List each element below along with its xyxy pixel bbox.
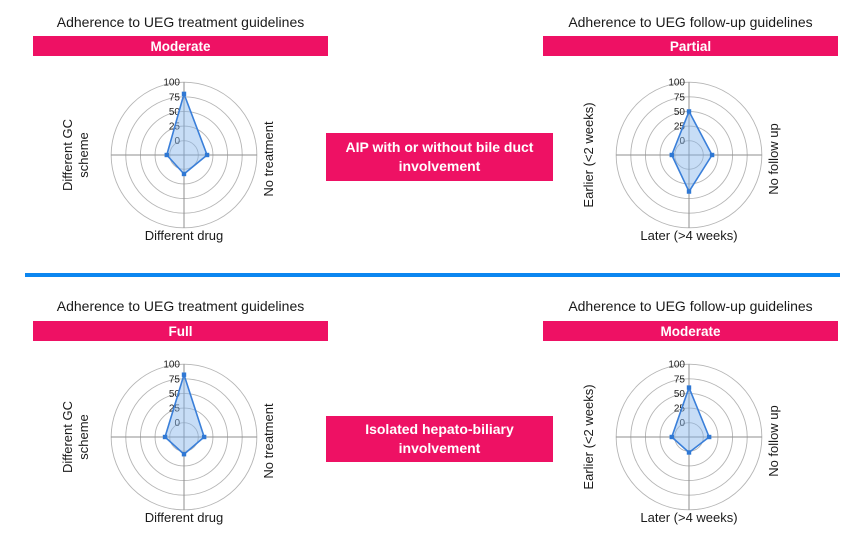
radial-tick-label: 100: [163, 78, 180, 89]
radial-tick-label: 25: [674, 404, 686, 415]
radial-tick-label: 75: [674, 92, 686, 103]
adherence-badge-bottom-right: Moderate: [543, 321, 838, 341]
group-label-line: Isolated hepato-biliary: [365, 421, 514, 437]
radar-data-marker: [709, 152, 715, 158]
radar-chart-followup-aip: 0 25 50 75 100 No follow up Later (>4 weeks) Ea…: [581, 78, 781, 243]
axis-label-bottom: Different drug: [145, 510, 224, 525]
group-label-aip: AIP with or without bile duct involvemen…: [326, 133, 553, 181]
section-divider: [25, 273, 840, 277]
radar-data-marker: [162, 434, 168, 440]
axis-label-bottom: Different drug: [145, 228, 224, 243]
radial-tick-label: 100: [163, 360, 180, 371]
radial-tick-label: 75: [169, 92, 181, 103]
radar-data-polygon: [165, 93, 208, 175]
radar-data-marker: [686, 189, 692, 194]
radar-data-marker: [181, 452, 187, 457]
radar-data-marker: [164, 152, 169, 158]
axis-label-left: Different GC: [60, 119, 75, 191]
radar-data-marker: [686, 109, 692, 114]
axis-label-bottom: Later (>4 weeks): [640, 228, 737, 243]
radar-data-marker: [686, 385, 692, 390]
radial-tick-label: 0: [174, 418, 180, 429]
axis-label-right: No treatment: [261, 121, 276, 197]
radar-chart-followup-hepatobiliary: 0 25 50 75 100 No follow up Later (>4 weeks) Ea…: [581, 360, 781, 525]
radial-tick-label: 75: [169, 374, 181, 385]
chart-title-bottom-left: Adherence to UEG treatment guidelines: [56, 298, 305, 314]
axis-label-right: No follow up: [766, 405, 781, 477]
radar-data-marker: [669, 434, 674, 440]
radial-tick-label: 25: [674, 122, 686, 133]
group-label-line: involvement: [398, 158, 481, 174]
radial-tick-label: 100: [668, 360, 685, 371]
radar-data-marker: [204, 152, 210, 158]
radar-data-marker: [181, 171, 187, 177]
radial-tick-label: 50: [674, 107, 686, 118]
radial-tick-label: 50: [169, 389, 181, 400]
axis-label-right: No treatment: [261, 403, 276, 479]
radar-data-marker: [181, 372, 187, 377]
axis-label-left: Earlier (<2 weeks): [581, 384, 596, 489]
radar-data-marker: [181, 91, 187, 97]
adherence-badge-top-right: Partial: [543, 36, 838, 56]
axis-label-bottom: Later (>4 weeks): [640, 510, 737, 525]
radial-tick-label: 25: [169, 404, 181, 415]
radial-tick-label: 0: [679, 136, 685, 147]
radial-tick-label: 75: [674, 374, 686, 385]
radial-tick-label: 50: [674, 389, 686, 400]
axis-label-left: Different GC: [60, 401, 75, 473]
radar-data-marker: [669, 152, 674, 158]
radial-tick-label: 0: [174, 136, 180, 147]
group-label-hepatobiliary: Isolated hepato-biliary involvement: [326, 416, 553, 462]
axis-label-right: No follow up: [766, 123, 781, 195]
radial-tick-label: 50: [169, 107, 181, 118]
radial-tick-label: 100: [668, 78, 685, 89]
chart-title-top-left: Adherence to UEG treatment guidelines: [56, 14, 305, 30]
adherence-badge-bottom-left: Full: [33, 321, 328, 341]
radar-data-marker: [201, 434, 207, 440]
chart-title-top-right: Adherence to UEG follow-up guidelines: [568, 14, 813, 30]
chart-title-bottom-right: Adherence to UEG follow-up guidelines: [568, 298, 813, 314]
radial-tick-label: 0: [679, 418, 685, 429]
axis-label-left: Earlier (<2 weeks): [581, 102, 596, 207]
group-label-line: involvement: [398, 440, 481, 456]
adherence-badge-top-left: Moderate: [33, 36, 328, 56]
axis-label-left: scheme: [76, 132, 91, 178]
group-label-line: AIP with or without bile duct: [345, 139, 534, 155]
axis-label-left: scheme: [76, 414, 91, 460]
radar-data-marker: [686, 450, 692, 455]
radar-data-marker: [706, 434, 712, 440]
